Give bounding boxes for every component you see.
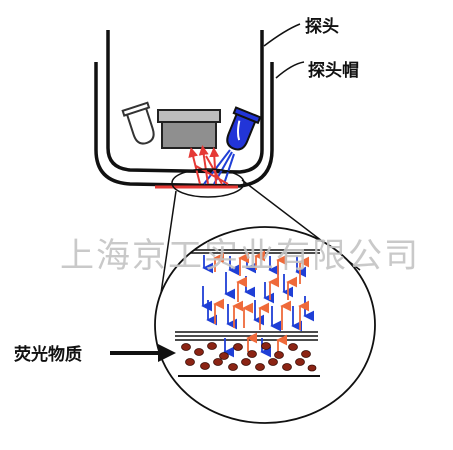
fluorescent-particles	[181, 342, 317, 372]
photodetector-icon	[157, 109, 221, 149]
probe-leader-line	[263, 23, 301, 47]
fluorescent-substance-label: 荧光物质	[14, 345, 82, 365]
fluorescent-pointer-arrow	[110, 344, 176, 362]
excitation-arrows	[201, 255, 314, 358]
probe-cap-leader-line	[275, 61, 305, 79]
watermark: 上海京工实业有限公司	[60, 236, 420, 276]
blue-led-icon	[226, 106, 262, 151]
emission-arrows	[213, 250, 309, 354]
white-led-icon	[121, 101, 155, 145]
probe-body	[106, 30, 264, 174]
probe-cap	[94, 62, 274, 188]
zoom-line-left	[159, 190, 177, 301]
light-rays	[188, 145, 235, 185]
probe-label: 探头	[305, 17, 339, 37]
zoom-source-circle	[171, 168, 245, 198]
magnified-view-circle	[154, 226, 376, 424]
probe-cap-label: 探头帽	[308, 61, 359, 81]
